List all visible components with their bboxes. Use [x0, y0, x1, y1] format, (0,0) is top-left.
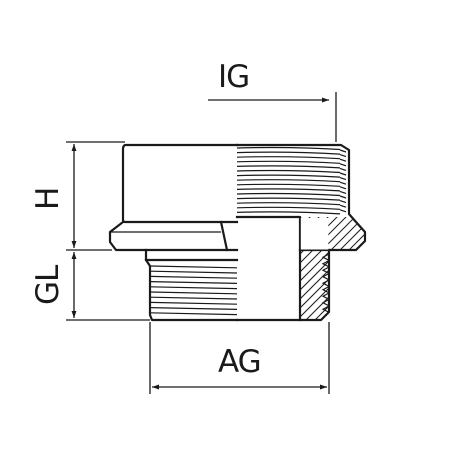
thread-tooth: [321, 259, 330, 268]
thread-tooth: [321, 305, 330, 313]
hatch-line: [423, 210, 450, 320]
bore-clear: [300, 218, 329, 250]
hatch-line: [300, 217, 354, 320]
male-thread-line: [149, 301, 238, 305]
female-thread-crest: [339, 195, 347, 199]
female-thread-crest: [339, 158, 347, 162]
hex-outline: [108, 220, 239, 252]
hatch-line: [300, 217, 365, 320]
male-thread-line: [149, 296, 238, 300]
female-thread-crest: [339, 190, 347, 194]
female-thread-line: [236, 197, 341, 201]
hatch-line: [359, 217, 365, 320]
female-thread-crest: [339, 172, 347, 176]
thread-tooth: [321, 253, 330, 261]
male-thread-outline: [144, 258, 239, 322]
hatch-line: [441, 210, 450, 320]
neck-outline: [144, 248, 239, 262]
female-thread-crest: [339, 177, 347, 181]
exterior-half: [108, 143, 239, 322]
female-thread-crest: [339, 167, 347, 171]
female-thread-crest: [339, 186, 347, 190]
ig-dimension: IG: [208, 59, 337, 142]
male-thread-line: [149, 291, 238, 295]
female-thread-line: [236, 169, 341, 174]
male-thread-line: [149, 270, 238, 274]
female-thread-crest: [339, 163, 347, 167]
male-thread-line: [149, 281, 238, 284]
gl-label: GL: [30, 264, 66, 305]
female-thread-line: [236, 160, 341, 164]
female-thread-line: [236, 183, 341, 187]
male-thread-line: [149, 286, 238, 290]
male-thread-line: [149, 307, 238, 310]
hatch-line: [332, 217, 365, 320]
thread-tooth: [321, 272, 330, 281]
hatch-line: [300, 217, 365, 320]
female-thread-crest: [339, 149, 347, 153]
gl-dimension: GL: [30, 252, 150, 321]
hatch-line: [432, 210, 450, 320]
hex-edge: [219, 220, 229, 252]
male-thread-line: [149, 265, 238, 269]
female-thread-crest: [339, 200, 347, 204]
male-thread-teeth: [321, 253, 330, 313]
hatch-line: [387, 210, 450, 320]
female-thread-line: [236, 188, 341, 192]
thread-tooth: [321, 285, 330, 294]
female-thread-line: [236, 165, 341, 169]
thread-tooth: [321, 298, 330, 307]
hatch-line: [378, 210, 450, 320]
male-thread-line: [149, 275, 238, 279]
section-outline: [235, 143, 367, 322]
thread-tooth: [321, 266, 330, 274]
hatch-line: [350, 217, 365, 320]
female-thread-lines: [236, 146, 347, 215]
female-thread-line: [236, 206, 341, 210]
hatch-line: [369, 210, 450, 320]
hatch-line: [341, 217, 365, 320]
h-label: H: [30, 188, 66, 210]
female-thread-line: [236, 179, 341, 183]
male-thread-line: [149, 312, 238, 316]
ag-label: AG: [218, 344, 261, 380]
upper-body-outline: [121, 143, 239, 224]
thread-tooth: [321, 279, 330, 287]
male-thread-lines: [149, 265, 238, 316]
ag-dimension: AG: [149, 322, 330, 394]
hatch-line: [414, 210, 450, 320]
female-thread-line: [236, 146, 341, 151]
h-dimension: H: [30, 141, 125, 251]
female-thread-line: [236, 151, 341, 155]
hatch-line: [300, 217, 363, 320]
female-thread-crest: [339, 209, 347, 213]
female-thread-line: [236, 211, 341, 215]
female-thread-line: [236, 202, 341, 206]
female-thread-line: [236, 156, 341, 160]
female-thread-line: [236, 192, 341, 197]
thread-tooth: [321, 292, 330, 300]
hatch-line: [314, 217, 365, 320]
female-thread-line: [236, 174, 341, 178]
female-thread-crest: [339, 204, 347, 208]
hatch-line: [396, 210, 450, 320]
hatch-line: [323, 217, 365, 320]
bore-outline: [235, 215, 302, 322]
hatch-line: [405, 210, 450, 320]
female-thread-crest: [339, 181, 347, 185]
female-thread-crest: [339, 154, 347, 158]
ig-label: IG: [218, 59, 249, 95]
